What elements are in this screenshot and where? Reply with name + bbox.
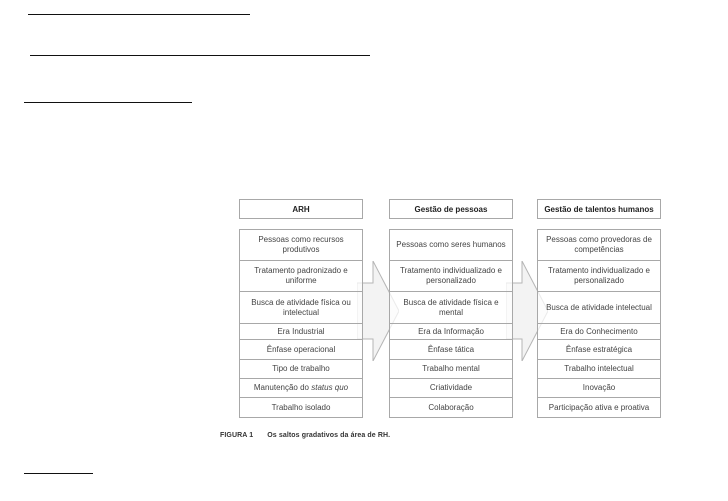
- table-cell: Manutenção do status quo: [239, 379, 363, 398]
- column-arh: ARH Pessoas como recursos produtivos Tra…: [239, 199, 363, 418]
- figure-caption: FIGURA 1 Os saltos gradativos da área de…: [220, 432, 390, 439]
- table-cell: Trabalho intelectual: [537, 360, 661, 379]
- table-cell: Participação ativa e proativa: [537, 398, 661, 418]
- column-gestao-de-talentos: Gestão de talentos humanos Pessoas como …: [537, 199, 661, 418]
- table-cell: Era da Informação: [389, 324, 513, 340]
- table-cell: Ênfase estratégica: [537, 340, 661, 360]
- table-cell: Era do Conhecimento: [537, 324, 661, 340]
- blank-line-3: [24, 102, 192, 103]
- table-cell: Pessoas como provedoras de competências: [537, 229, 661, 261]
- table-cell: Tratamento individualizado e personaliza…: [389, 261, 513, 292]
- table-cell: Tipo de trabalho: [239, 360, 363, 379]
- table-cell: Era Industrial: [239, 324, 363, 340]
- blank-line-4: [24, 473, 93, 474]
- table-cell: Criatividade: [389, 379, 513, 398]
- caption-text: Os saltos gradativos da área de RH.: [267, 432, 391, 439]
- table-cell: Trabalho isolado: [239, 398, 363, 418]
- table-cell: Busca de atividade física ou intelectual: [239, 292, 363, 324]
- table-cell: Tratamento individualizado e personaliza…: [537, 261, 661, 292]
- table-cell-text: Manutenção do status quo: [253, 383, 349, 392]
- table-cell: Tratamento padronizado e uniforme: [239, 261, 363, 292]
- column-title: Gestão de talentos humanos: [537, 199, 661, 219]
- table-cell: Ênfase operacional: [239, 340, 363, 360]
- table-cell: Pessoas como recursos produtivos: [239, 229, 363, 261]
- table-cell: Inovação: [537, 379, 661, 398]
- column-gestao-de-pessoas: Gestão de pessoas Pessoas como seres hum…: [389, 199, 513, 418]
- table-cell: Colaboração: [389, 398, 513, 418]
- column-title: Gestão de pessoas: [389, 199, 513, 219]
- column-title: ARH: [239, 199, 363, 219]
- table-cell: Busca de atividade física e mental: [389, 292, 513, 324]
- blank-line-2: [30, 55, 370, 56]
- table-cell: Pessoas como seres humanos: [389, 229, 513, 261]
- table-cell: Busca de atividade intelectual: [537, 292, 661, 324]
- table-cell: Ênfase tática: [389, 340, 513, 360]
- table-cell: Trabalho mental: [389, 360, 513, 379]
- blank-line-1: [28, 14, 250, 15]
- caption-label: FIGURA 1: [220, 432, 254, 439]
